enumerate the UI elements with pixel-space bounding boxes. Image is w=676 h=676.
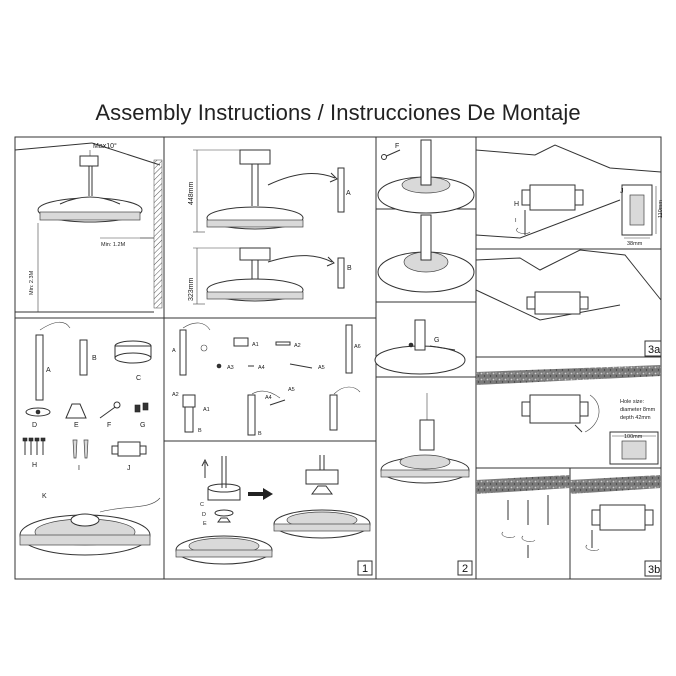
part-h-screws	[22, 437, 46, 455]
part-g-label: G	[140, 422, 145, 429]
wall-bracket-final	[599, 504, 646, 531]
wall-bracket	[529, 394, 581, 424]
canopy-assembled	[305, 469, 339, 485]
panel-parts: A B C D E F G H	[19, 321, 161, 556]
rod-sub-a1-label: A1	[203, 407, 210, 413]
step-3b-number: 3b	[648, 564, 660, 576]
panel-step2: F G 2	[374, 139, 475, 576]
part-a-label: A	[46, 367, 51, 374]
hole-depth-label: depth 42mm	[620, 415, 651, 421]
rod-sub-a5-label: A5	[288, 387, 295, 393]
rod-part-a3-label: A3	[227, 365, 234, 371]
rod-part-a2-label: A2	[294, 343, 301, 349]
min-side-label: Min: 1.2M	[101, 242, 126, 248]
part-j-bracket	[117, 441, 141, 457]
part-f-label: F	[107, 422, 111, 429]
bracket-front-dim: 100mm	[624, 434, 643, 440]
hole-size-label: Hole size:	[620, 399, 645, 405]
part-b-label: B	[92, 355, 97, 362]
hole-diameter-label: diameter 8mm	[620, 407, 656, 413]
rod-part-b-label: B	[258, 431, 262, 437]
bracket-dim-h: 110mm	[658, 200, 664, 218]
wall-rock-right	[570, 475, 661, 494]
assembly-d-label: D	[202, 512, 206, 518]
bracket-j-label: J	[620, 188, 624, 195]
step2-f-label: F	[395, 143, 399, 150]
step-2-number: 2	[462, 563, 468, 575]
bracket-h-label: H	[514, 201, 519, 208]
panel-bracket: H I J 110mm 38mm 3a	[475, 144, 664, 357]
height-b-label: 323mm	[188, 277, 195, 301]
part-f-pin	[113, 401, 121, 409]
ceiling-bracket	[529, 184, 576, 211]
step2-g-label: G	[434, 337, 439, 344]
panel-overview: Max10° Min: 2.3M Min: 1.2M	[14, 142, 163, 313]
part-a6	[345, 324, 353, 374]
panel-grid	[14, 136, 662, 580]
rod-sub-b-label: B	[198, 428, 202, 434]
part-a-rod	[35, 334, 44, 401]
height-a-label: 448mm	[188, 181, 195, 205]
part-i-label: I	[78, 465, 80, 472]
part-c-label: C	[136, 375, 141, 382]
part-i-anchor	[72, 439, 78, 459]
max-angle-label: Max10°	[93, 142, 117, 150]
plate-d	[214, 509, 234, 517]
rod-b	[337, 257, 345, 289]
canopy	[79, 155, 99, 167]
rod-a-label: A	[346, 190, 351, 197]
part-b-rod	[79, 339, 88, 376]
part-h-label: H	[32, 462, 37, 469]
assembly-e-label: E	[203, 521, 207, 527]
rod-b-final	[329, 394, 338, 431]
rod-b-assembly	[184, 406, 194, 433]
rod-part-a5-label: A5	[318, 365, 325, 371]
rod-a	[337, 167, 345, 213]
part-e-label: E	[74, 422, 79, 429]
panel-rod-parts: A A1 A2 A3 A4 A5 A6 A2 A1 B B A4 A5	[172, 322, 361, 437]
rod-sub-a2-label: A2	[172, 392, 179, 398]
step-3a-number: 3a	[648, 344, 661, 356]
wall-rock-left	[476, 475, 570, 494]
rod-part-a-label: A	[172, 348, 176, 354]
part-d-label: D	[32, 422, 37, 429]
rod-with-wire	[247, 394, 256, 436]
part-a2	[275, 341, 291, 346]
rod-a-part	[179, 329, 187, 376]
part-k-label: K	[42, 493, 47, 500]
ceiling-line-top	[475, 144, 662, 173]
cover-e	[217, 517, 231, 523]
ceiling-line-bottom	[475, 249, 662, 301]
panel-wall: Hole size: diameter 8mm depth 42mm 100mm…	[476, 365, 662, 577]
rod-part-a1-label: A1	[252, 342, 259, 348]
panel-assembly: C D E 1	[175, 455, 373, 576]
bracket-dim-w: 38mm	[627, 241, 643, 247]
step-1-number: 1	[362, 563, 368, 575]
rod-part-a6-label: A6	[354, 344, 361, 350]
bracket-mounted	[534, 291, 581, 315]
part-e-cover	[65, 403, 87, 419]
next-arrow	[263, 488, 273, 500]
wall-rock-top	[476, 365, 661, 385]
wall-hatch	[153, 159, 163, 309]
assembly-c-label: C	[200, 502, 204, 508]
min-floor-label: Min: 2.3M	[29, 270, 35, 295]
part-g-screw	[134, 404, 141, 413]
page-title: Assembly Instructions / Instrucciones De…	[95, 100, 581, 125]
part-a1	[233, 337, 249, 347]
rod-sub-a4-label: A4	[265, 395, 272, 401]
rod-b-label: B	[347, 265, 352, 272]
part-j-label: J	[127, 465, 131, 472]
rod-part-a4-label: A4	[258, 365, 265, 371]
panel-heights: 448mm A 323mm B	[188, 149, 352, 305]
bracket-i-label: I	[515, 218, 517, 224]
